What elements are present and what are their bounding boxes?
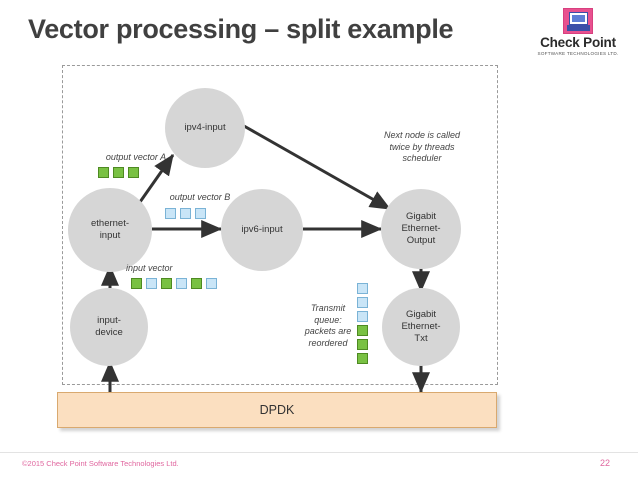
label-output-vector-b: output vector B — [169, 192, 231, 202]
packet-square — [357, 325, 368, 336]
footer-copyright: ©2015 Check Point Software Technologies … — [22, 459, 179, 468]
packet-square — [357, 339, 368, 350]
node-gigabit-ethernet-output[interactable]: Gigabit Ethernet- Output — [381, 189, 461, 269]
brand-logo: Check Point SOFTWARE TECHNOLOGIES LTD. — [532, 8, 624, 56]
page-title: Vector processing – split example — [28, 14, 454, 44]
label-input-vector: input vector — [126, 263, 173, 273]
vector-output-a — [98, 167, 139, 178]
packet-square — [146, 278, 157, 289]
packet-square — [206, 278, 217, 289]
label-scheduler-note: Next node is called twice by threads sch… — [383, 130, 461, 164]
label-transmit-queue: Transmit queue: packets are reordered — [304, 303, 352, 349]
packet-square — [357, 283, 368, 294]
brand-name: Check Point — [540, 35, 616, 50]
packet-square — [357, 353, 368, 364]
vector-input — [131, 278, 217, 289]
packet-square — [161, 278, 172, 289]
computer-monitor-icon — [563, 8, 593, 34]
vector-transmit-queue — [357, 283, 368, 364]
dpdk-layer-bar[interactable]: DPDK — [57, 392, 497, 428]
node-ethernet-input[interactable]: ethernet- input — [68, 188, 152, 272]
brand-tagline: SOFTWARE TECHNOLOGIES LTD. — [537, 51, 619, 57]
label-output-vector-a: output vector A — [105, 152, 167, 162]
packet-square — [357, 311, 368, 322]
packet-square — [98, 167, 109, 178]
packet-square — [195, 208, 206, 219]
monitor-base — [567, 25, 590, 31]
vector-output-b — [165, 208, 206, 219]
packet-square — [131, 278, 142, 289]
monitor-screen — [569, 12, 588, 25]
vector-processing-region — [62, 65, 498, 385]
packet-square — [113, 167, 124, 178]
packet-square — [180, 208, 191, 219]
packet-square — [165, 208, 176, 219]
footer-divider — [0, 452, 638, 453]
packet-square — [357, 297, 368, 308]
node-gigabit-ethernet-txt[interactable]: Gigabit Ethernet- Txt — [382, 288, 460, 366]
packet-square — [176, 278, 187, 289]
node-ipv6-input[interactable]: ipv6-input — [221, 189, 303, 271]
packet-square — [191, 278, 202, 289]
page-number: 22 — [599, 458, 610, 468]
node-ipv4-input[interactable]: ipv4-input — [165, 88, 245, 168]
packet-square — [128, 167, 139, 178]
node-input-device[interactable]: input- device — [70, 288, 148, 366]
